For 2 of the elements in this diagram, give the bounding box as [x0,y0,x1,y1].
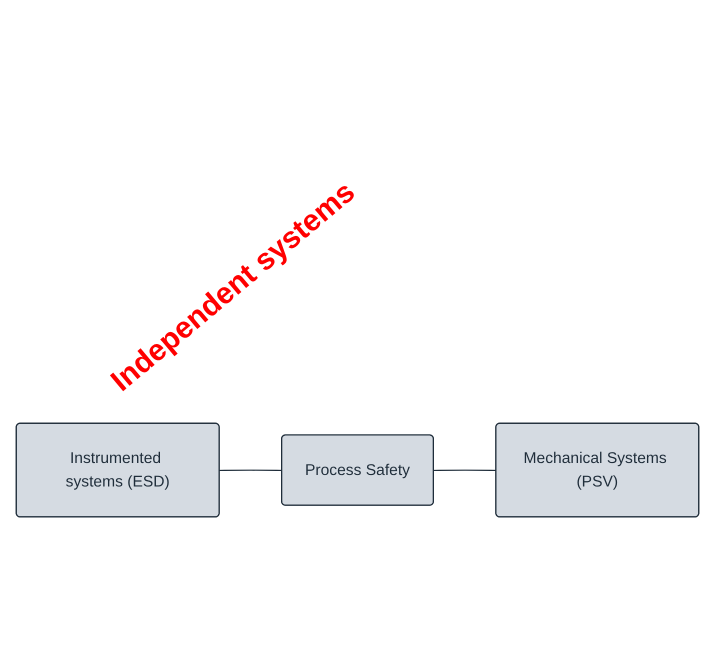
connector [220,470,282,471]
connector [434,470,496,471]
